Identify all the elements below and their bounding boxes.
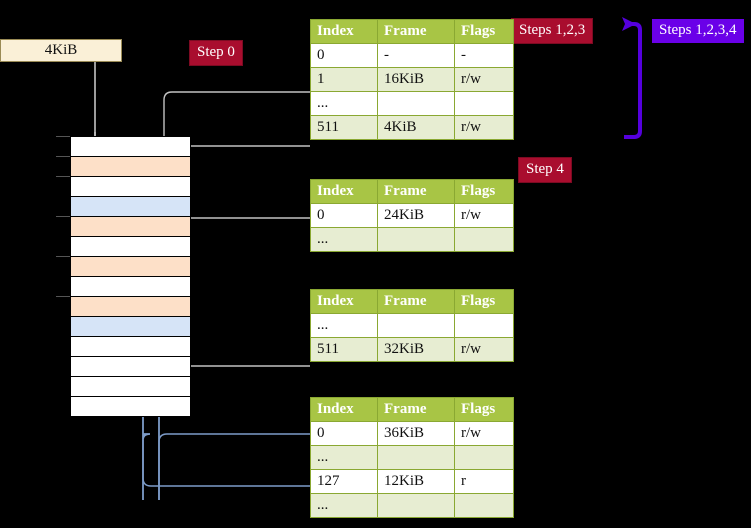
- table-row: ...: [310, 91, 514, 116]
- table-cell: 4KiB: [377, 115, 455, 140]
- column-header-index: Index: [310, 397, 378, 422]
- line-t3-row511: [171, 308, 310, 367]
- table-row: ...: [310, 445, 514, 470]
- table-cell: 36KiB: [377, 421, 455, 446]
- memory-frame-row: [70, 236, 191, 257]
- memory-frame-row: [70, 396, 191, 417]
- table-cell: 1: [310, 67, 378, 92]
- memory-frame-row: [70, 196, 191, 217]
- memory-frame-row: [70, 176, 191, 197]
- memory-frame-row: [70, 336, 191, 357]
- table-cell: r/w: [454, 337, 514, 362]
- memory-column: [56, 136, 191, 417]
- table-cell: r/w: [454, 67, 514, 92]
- memory-frame-row: [70, 316, 191, 337]
- table-cell: ...: [310, 313, 378, 338]
- memory-tick-mark: [56, 156, 70, 157]
- table-cell: ...: [310, 445, 378, 470]
- table-cell: [377, 445, 455, 470]
- table-cell: 24KiB: [377, 203, 455, 228]
- table-cell: r: [454, 469, 514, 494]
- table-cell: [454, 91, 514, 116]
- table-cell: -: [377, 43, 455, 68]
- line-t2-row0: [171, 217, 310, 262]
- table-cell: 127: [310, 469, 378, 494]
- table-cell: 511: [310, 115, 378, 140]
- column-header-flags: Flags: [454, 179, 514, 204]
- badge-steps-1234: Steps 1,2,3,4: [652, 19, 744, 43]
- purple-bracket-arrow: [622, 17, 642, 139]
- table-cell: r/w: [454, 115, 514, 140]
- table-cell: 0: [310, 421, 378, 446]
- memory-tick-mark: [56, 256, 70, 257]
- table-cell: [377, 91, 455, 116]
- memory-frame-row: [70, 296, 191, 317]
- column-header-flags: Flags: [454, 289, 514, 314]
- table-row: 0--: [310, 43, 514, 68]
- memory-frame-row: [70, 376, 191, 397]
- memory-tick-mark: [56, 176, 70, 177]
- badge-step-4: Step 4: [519, 158, 571, 182]
- memory-size-label: 4KiB: [0, 39, 122, 62]
- table-cell: 0: [310, 203, 378, 228]
- table-cell: [377, 313, 455, 338]
- table-cell: -: [454, 43, 514, 68]
- column-header-frame: Frame: [377, 397, 455, 422]
- table-cell: r/w: [454, 421, 514, 446]
- column-header-frame: Frame: [377, 289, 455, 314]
- table-row: ...: [310, 313, 514, 338]
- table-cell: [454, 493, 514, 518]
- table-cell: 12KiB: [377, 469, 455, 494]
- badge-step-0: Step 0: [190, 41, 242, 65]
- table-cell: 511: [310, 337, 378, 362]
- column-header-flags: Flags: [454, 19, 514, 44]
- memory-frame-row: [70, 156, 191, 177]
- memory-tick-mark: [56, 216, 70, 217]
- table-cell: ...: [310, 227, 378, 252]
- table-cell: [454, 445, 514, 470]
- line-t4-row0: [158, 433, 310, 500]
- table-cell: [377, 493, 455, 518]
- memory-frame-row: [70, 356, 191, 377]
- memory-frame-row: [70, 216, 191, 237]
- column-header-flags: Flags: [454, 397, 514, 422]
- table-cell: 32KiB: [377, 337, 455, 362]
- memory-frame-row: [70, 256, 191, 277]
- table-row: ...: [310, 493, 514, 518]
- line-t4-row127: [142, 440, 310, 487]
- memory-frame-row: [70, 276, 191, 297]
- table-cell: ...: [310, 493, 378, 518]
- table-cell: 0: [310, 43, 378, 68]
- memory-tick-mark: [56, 296, 70, 297]
- column-header-frame: Frame: [377, 19, 455, 44]
- table-cell: [377, 227, 455, 252]
- table-row: ...: [310, 227, 514, 252]
- column-header-index: Index: [310, 289, 378, 314]
- memory-frame-row: [70, 136, 191, 157]
- table-cell: [454, 227, 514, 252]
- memory-tick-mark: [56, 136, 70, 137]
- column-header-index: Index: [310, 19, 378, 44]
- column-header-index: Index: [310, 179, 378, 204]
- table-cell: 16KiB: [377, 67, 455, 92]
- table-cell: r/w: [454, 203, 514, 228]
- table-cell: [454, 313, 514, 338]
- badge-steps-123: Steps 1,2,3: [512, 19, 593, 43]
- column-header-frame: Frame: [377, 179, 455, 204]
- table-cell: ...: [310, 91, 378, 116]
